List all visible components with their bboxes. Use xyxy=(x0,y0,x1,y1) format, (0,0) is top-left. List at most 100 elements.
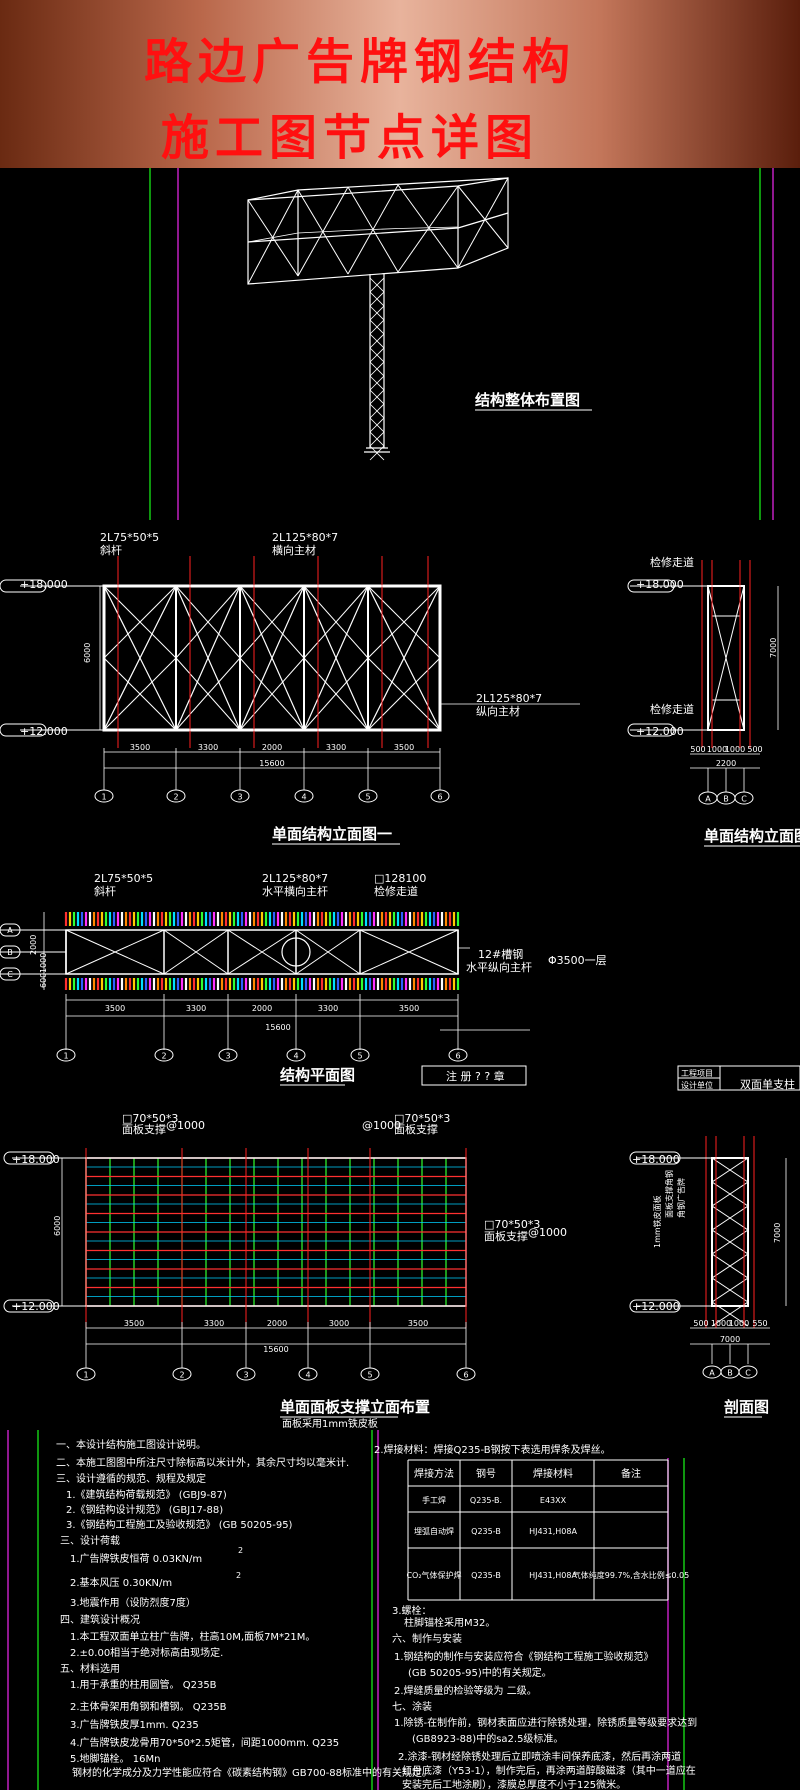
plan-axis-2: 2 xyxy=(161,1052,166,1061)
panel-axis-3: 3 xyxy=(243,1371,248,1380)
weld-cell-1-1: Q235-B xyxy=(471,1527,501,1536)
plan-diag-spec: 2L75*50*5 xyxy=(94,872,153,885)
note-left-17: 4.广告牌铁皮龙骨用70*50*2.5矩管，间距1000mm. Q235 xyxy=(70,1736,339,1749)
elev1-axis-1: 1 xyxy=(101,793,106,802)
section-axis-B: B xyxy=(727,1369,733,1378)
panel-spacing-right: @1000 xyxy=(528,1226,567,1239)
overview-3d-view xyxy=(247,177,509,461)
note-right-4: (GB 50205-95)中的有关规定。 xyxy=(408,1666,552,1679)
elev2-axis-C: C xyxy=(741,795,747,804)
note-left-5: 3.《钢结构工程施工及验收规范》 (GB 50205-95) xyxy=(66,1518,293,1531)
note-left-8: 2.基本风压 0.30KN/m xyxy=(70,1576,172,1589)
panel-dim-1: 3300 xyxy=(204,1319,224,1328)
plan-axis-B: B xyxy=(7,948,13,957)
elev1-total-dim: 15600 xyxy=(259,759,284,768)
plan-dim-2: 2000 xyxy=(252,1004,272,1013)
plan-horiz-spec: 2L125*80*7 xyxy=(262,872,328,885)
note-left-7: 1.广告牌铁皮恒荷 0.03KN/m xyxy=(70,1552,202,1565)
section-caption: 剖面图 xyxy=(724,1398,769,1416)
elev1-horiz-spec: 2L125*80*7 xyxy=(272,531,338,544)
section-dim-0: 500 xyxy=(693,1319,708,1328)
weld-cell-0-0: 手工焊 xyxy=(422,1495,446,1505)
sub-title: 施工图节点详图 xyxy=(160,110,539,166)
note-left-9: 3.地震作用（设防烈度7度） xyxy=(70,1596,196,1609)
section-dim-3: 550 xyxy=(752,1319,767,1328)
elev2-height-dim: 7000 xyxy=(769,638,778,658)
plan-axis-1: 1 xyxy=(63,1052,68,1061)
weld-header-2: 焊接材料 xyxy=(533,1467,573,1480)
elev2-caption: 单面结构立面图二 xyxy=(704,827,800,845)
elev1-dim-0: 3500 xyxy=(130,743,150,752)
panel-total-dim: 15600 xyxy=(263,1345,288,1354)
elev2-dim-0: 500 xyxy=(690,745,705,754)
note-right-3: 1.钢结构的制作与安装应符合《钢结构工程施工验收规范》 xyxy=(394,1650,654,1663)
panel-dim-2: 2000 xyxy=(267,1319,287,1328)
plan-dim-0: 3500 xyxy=(105,1004,125,1013)
weld-cell-1-2: HJ431,H08A xyxy=(529,1527,577,1536)
panel-dim-4: 3500 xyxy=(408,1319,428,1328)
note-left-3: 1.《建筑结构荷载规范》 (GBJ9-87) xyxy=(66,1488,227,1501)
panel-spacing-mid: @1000 xyxy=(362,1119,401,1132)
stamp-box xyxy=(421,1065,527,1086)
main-title: 路边广告牌钢结构 xyxy=(143,34,576,90)
elev2-total-dim: 2200 xyxy=(716,759,736,768)
plan-axis-4: 4 xyxy=(293,1052,298,1061)
weld-cell-2-3: 气体纯度99.7%,含水比例≤0.05 xyxy=(573,1570,689,1580)
note-right-5: 2.焊缝质量的检验等级为 二级。 xyxy=(394,1684,537,1697)
note-left-15: 2.主体骨架用角钢和槽钢。 Q235B xyxy=(70,1700,227,1713)
section-total-dim: 7000 xyxy=(720,1335,740,1344)
elev1-level-top: +18.000 xyxy=(20,578,68,591)
weld-cell-2-0: CO₂气体保护焊 xyxy=(406,1570,461,1580)
panel-axis-4: 4 xyxy=(305,1371,310,1380)
note-left-16: 3.广告牌铁皮厚1mm. Q235 xyxy=(70,1718,199,1731)
weld-cell-0-1: Q235-B. xyxy=(470,1496,502,1505)
elev2-dim-2: 1000 xyxy=(725,745,745,754)
section-axis-C: C xyxy=(745,1369,751,1378)
elev1-axis-6: 6 xyxy=(437,793,442,802)
stamp-label: 注 册 ? ? 章 xyxy=(446,1069,505,1083)
design-notes-left: 一、本设计结构施工图设计说明。二、本施工图图中所注尺寸除标高以米计外，其余尺寸均… xyxy=(56,1438,432,1779)
panel-level-bottom: +12.000 xyxy=(12,1300,60,1313)
elev1-long-name: 纵向主材 xyxy=(476,704,520,718)
elev1-height-dim: 6000 xyxy=(83,643,92,663)
note-left-12: 2.±0.00相当于绝对标高由现场定. xyxy=(70,1646,223,1659)
overview-caption: 结构整体布置图 xyxy=(475,391,580,409)
elev2-axis-A: A xyxy=(705,795,711,804)
elev1-dim-2: 2000 xyxy=(262,743,282,752)
plan-side-dim-3: 600 xyxy=(39,973,48,988)
note-left-10: 四、建筑设计概况 xyxy=(60,1613,140,1626)
note-right-10: 红丹底漆（Y53-1），制作完后，再涂两道醇酸磁漆（其中一道应在 xyxy=(402,1764,696,1777)
panel-support-spec-left: □70*50*3 xyxy=(122,1112,178,1125)
weld-cell-2-2: HJ431,H08A xyxy=(529,1571,577,1580)
weld-header-0: 焊接方法 xyxy=(414,1467,454,1480)
note-right-6: 七、涂装 xyxy=(392,1700,432,1713)
elev1-horiz-name: 横向主材 xyxy=(272,543,316,557)
panel-subcaption: 面板采用1mm铁皮板 xyxy=(282,1417,378,1430)
elev2-level-bottom: +12.000 xyxy=(636,725,684,738)
note-right-0: 3.螺栓： xyxy=(392,1604,432,1617)
plan-axis-3: 3 xyxy=(225,1052,230,1061)
panel-axis-1: 1 xyxy=(83,1371,88,1380)
note-left-0: 一、本设计结构施工图设计说明。 xyxy=(56,1438,206,1451)
section-label-2: 面板支撑角钢 xyxy=(664,1170,674,1218)
elev1-dim-3: 3300 xyxy=(326,743,346,752)
section-dim-2: 1000 xyxy=(729,1319,749,1328)
elev2-level-top: +18.000 xyxy=(636,578,684,591)
panel-axis-2: 2 xyxy=(179,1371,184,1380)
elev1-axis-5: 5 xyxy=(365,793,370,802)
panel-support-spec-mid: □70*50*3 xyxy=(394,1112,450,1125)
notes-right-head: 2.焊接材料：焊接Q235-B钢按下表选用焊条及焊丝。 xyxy=(374,1443,611,1456)
plan-diag-name: 斜杆 xyxy=(94,884,116,898)
elev1-axis-3: 3 xyxy=(237,793,242,802)
elev2-dim-1: 1000 xyxy=(707,745,727,754)
plan-caption: 结构平面图 xyxy=(280,1066,355,1084)
plan-pipe-note: Φ3500一层 xyxy=(548,954,607,967)
note-right-9: 2.涂漆-钢材经除锈处理后立即喷涂丰间保养底漆，然后再涂两道 xyxy=(398,1750,681,1763)
title-block-name: 双面单支柱 xyxy=(740,1077,795,1091)
elev1-axis-2: 2 xyxy=(173,793,178,802)
title-block-designer: 设计单位 xyxy=(681,1080,713,1090)
